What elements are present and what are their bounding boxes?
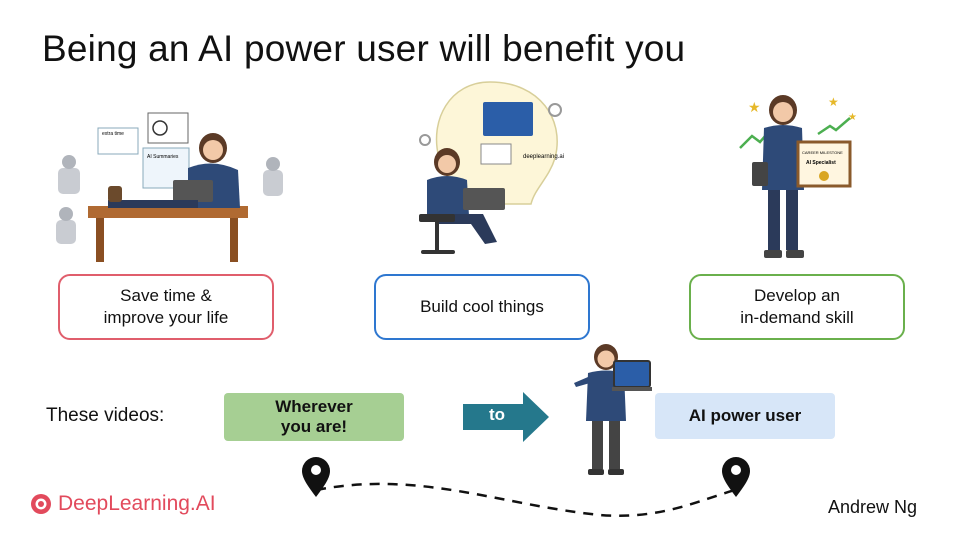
benefit-save-time: Save time & improve your life [58,274,274,340]
benefit-skill-line1: Develop an [753,286,840,305]
svg-text:★: ★ [848,112,857,123]
benefit-skill-line2: in-demand skill [740,308,854,327]
cert-line1: CAREER MILESTONE [802,150,843,155]
benefit-build-things-label: Build cool things [420,297,544,316]
journey-end-box: AI power user [655,393,835,439]
deeplearning-text: deeplearning.ai [523,154,564,160]
slide-title: Being an AI power user will benefit you [42,28,686,69]
ai-summaries-text: AI Summaries [147,154,179,160]
extra-time-text: extra time [102,131,124,137]
author-name: Andrew Ng [828,497,918,517]
cert-line2: AI Specialist [806,160,836,166]
journey-intro: These videos: [46,405,165,426]
benefit-build-things: Build cool things [374,274,590,340]
start-pin-icon [302,457,330,497]
journey-start-line1: Wherever [275,397,353,416]
journey-start-line2: you are! [280,417,348,436]
journey-arrow [463,392,549,442]
power-user-illustration [574,344,652,475]
skill-illustration: ★ ★ ★ CAREER MILESTONE AI Specialist [739,95,857,258]
deeplearning-logo-icon [31,494,51,514]
end-pin-icon [722,457,750,497]
benefit-save-time-line1: Save time & [120,286,212,305]
brand-name: DeepLearning.AI [58,492,216,515]
benefit-save-time-line2: improve your life [103,308,229,327]
benefit-skill: Develop an in-demand skill [689,274,905,340]
save-time-illustration: extra time AI Summaries [56,112,283,262]
journey-arrow-label: to [489,405,506,424]
svg-text:★: ★ [828,95,839,109]
svg-text:★: ★ [748,100,761,116]
deeplearning-logo: DeepLearning.AI [30,492,216,516]
journey-start-box: Wherever you are! [224,393,404,441]
build-things-illustration: deeplearning.ai [419,81,564,254]
